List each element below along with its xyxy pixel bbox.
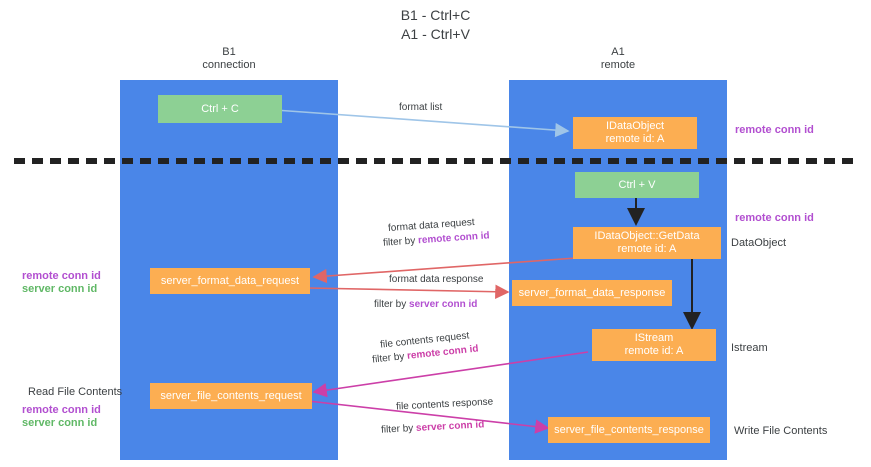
filter-prefix: filter by xyxy=(374,299,410,310)
edge-label-format-data-response-text: format data response xyxy=(389,274,484,285)
node-server-file-contents-response-label: server_file_contents_response xyxy=(554,423,704,436)
edge-label-format-list: format list xyxy=(399,102,443,113)
edge-file-contents-response xyxy=(307,400,550,434)
title-line-1: B1 - Ctrl+C xyxy=(400,7,471,23)
node-server-format-data-response[interactable]: server_format_data_response xyxy=(512,280,672,306)
title-line-2: A1 - Ctrl+V xyxy=(401,26,470,42)
lane-header-b1-name: B1 xyxy=(222,46,236,58)
annotation-left-server-conn-id: server conn id xyxy=(22,283,98,295)
annotation-right-remote-conn-id-top: remote conn id xyxy=(735,124,814,136)
node-server-format-data-response-label: server_format_data_response xyxy=(518,286,666,299)
lane-header-a1-subtitle: remote xyxy=(600,59,636,71)
node-server-format-data-request-label: server_format_data_request xyxy=(160,274,300,287)
lane-header-b1: B1 connection xyxy=(120,46,338,72)
edge-label-format-data-response-filter: filter by server conn id xyxy=(374,298,477,311)
node-idataobject-remote-id: remote id: A xyxy=(605,133,665,145)
diagram-title: B1 - Ctrl+C A1 - Ctrl+V xyxy=(0,6,871,44)
filter-prefix: filter by xyxy=(382,235,419,249)
edge-format-data-request xyxy=(312,257,577,284)
lane-header-a1-name: A1 xyxy=(611,46,625,58)
edge-format-list xyxy=(274,109,570,138)
node-server-file-contents-request[interactable]: server_file_contents_request xyxy=(150,383,312,409)
lane-header-b1-subtitle: connection xyxy=(202,59,256,71)
edge-label-format-data-response: format data response xyxy=(389,273,484,286)
lane-header-a1: A1 remote xyxy=(509,46,727,72)
node-ctrl-v-label: Ctrl + V xyxy=(618,178,656,191)
annotation-left-server-conn-id-2: server conn id xyxy=(22,417,98,429)
node-istream-label: IStream xyxy=(634,332,674,344)
filter-value-server-conn-id: server conn id xyxy=(415,419,485,434)
node-server-file-contents-response[interactable]: server_file_contents_response xyxy=(548,417,710,443)
node-istream-remote-id: remote id: A xyxy=(624,345,684,357)
edge-format-data-response xyxy=(307,284,510,299)
node-getdata[interactable]: IDataObject::GetData remote id: A xyxy=(573,227,721,259)
filter-prefix: filter by xyxy=(380,422,417,436)
node-ctrl-c[interactable]: Ctrl + C xyxy=(158,95,282,123)
annotation-left-remote-conn-id: remote conn id xyxy=(22,270,101,282)
annotation-right-remote-conn-id-mid: remote conn id xyxy=(735,212,814,224)
node-ctrl-v[interactable]: Ctrl + V xyxy=(575,172,699,198)
node-server-file-contents-request-label: server_file_contents_request xyxy=(160,389,302,402)
filter-value-server-conn-id: server conn id xyxy=(409,299,478,310)
node-istream[interactable]: IStream remote id: A xyxy=(592,329,716,361)
annotation-left-remote-conn-id-2: remote conn id xyxy=(22,404,101,416)
annotation-right-dataobject: DataObject xyxy=(731,237,787,249)
annotation-right-write-file-contents: Write File Contents xyxy=(734,425,828,437)
edge-file-contents-request xyxy=(312,351,589,398)
node-getdata-remote-id: remote id: A xyxy=(617,243,677,255)
annotation-right-istream: Istream xyxy=(731,342,768,354)
node-idataobject[interactable]: IDataObject remote id: A xyxy=(573,117,697,149)
node-ctrl-c-label: Ctrl + C xyxy=(201,102,239,115)
annotation-left-read-file-contents: Read File Contents xyxy=(28,386,123,398)
node-idataobject-label: IDataObject xyxy=(605,120,665,132)
filter-prefix: filter by xyxy=(371,350,408,366)
node-server-format-data-request[interactable]: server_format_data_request xyxy=(150,268,310,294)
node-getdata-label: IDataObject::GetData xyxy=(594,230,700,242)
